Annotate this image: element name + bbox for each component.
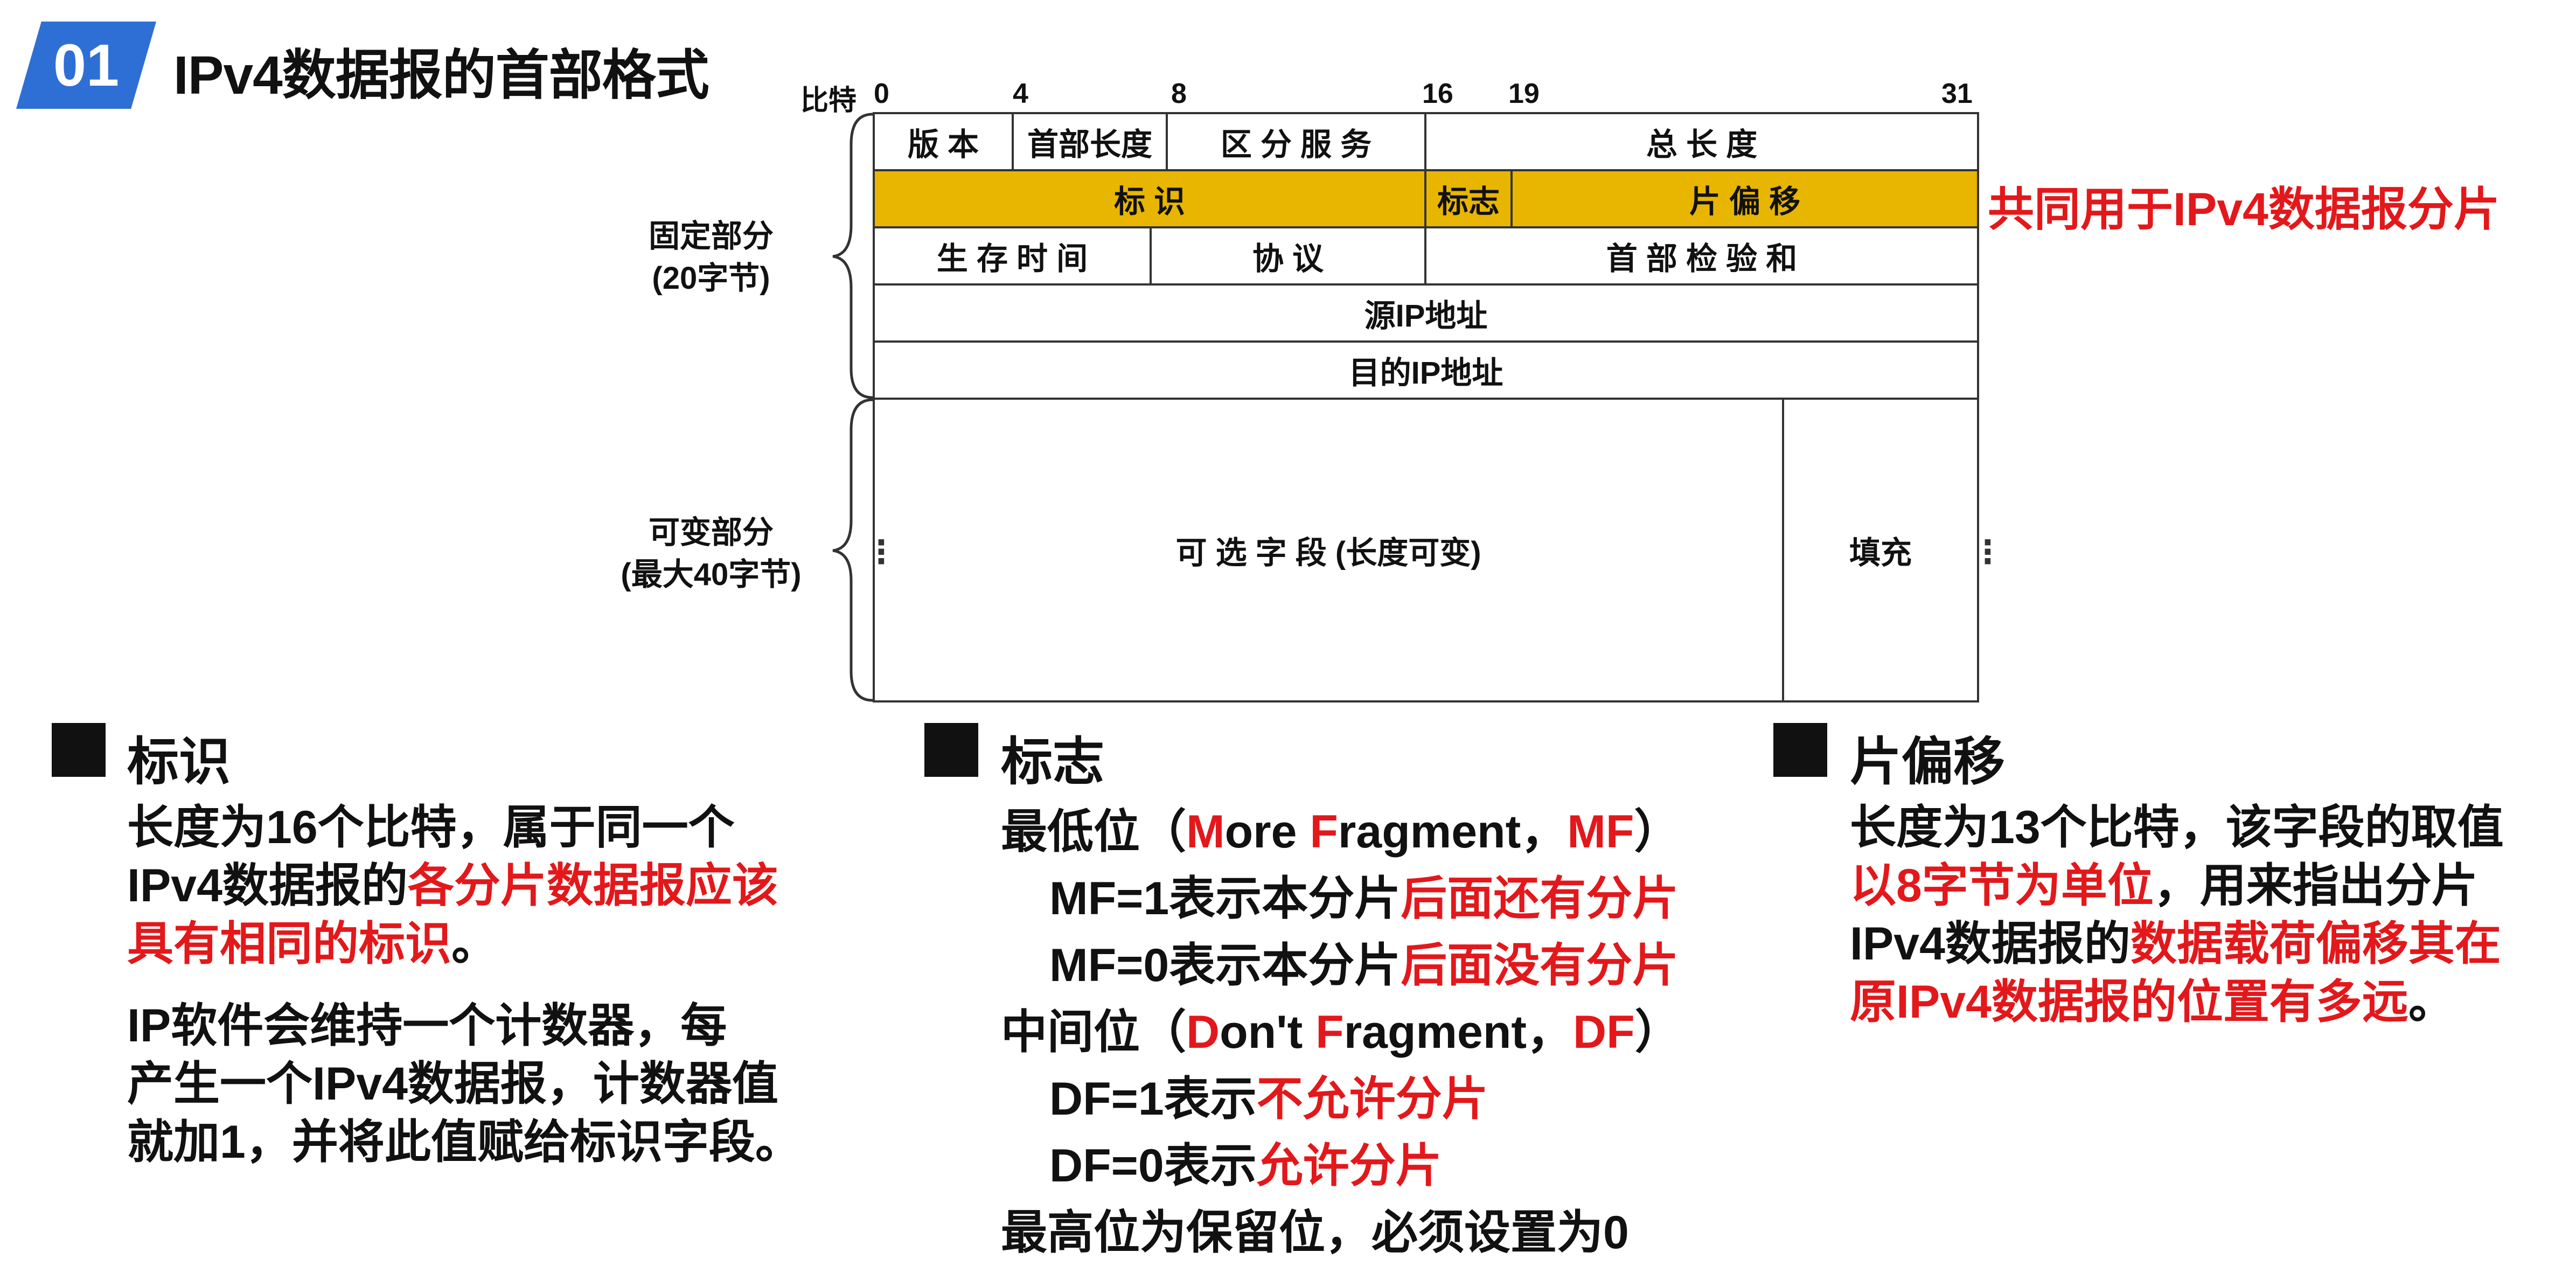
bit-tick: 8 [1171, 78, 1187, 109]
field-differentiated-services: 区 分 服 务 [1166, 112, 1426, 171]
bit-tick: 0 [874, 78, 889, 109]
fixed-part-brace [832, 113, 873, 399]
identification-text-1: 长度为16个比特，属于同一个 IPv4数据报的各分片数据报应该 具有相同的标识。 [127, 802, 778, 970]
section-title-identification: 标识 [127, 733, 231, 791]
section-number: 01 [53, 32, 120, 99]
bit-tick: 19 [1508, 78, 1540, 109]
bullet-square [924, 723, 978, 777]
bit-tick: 4 [1013, 78, 1028, 109]
field-source-ip: 源IP地址 [873, 283, 1979, 343]
field-protocol: 协 议 [1150, 226, 1426, 286]
bullet-square [52, 723, 106, 777]
field-ttl: 生 存 时 间 [873, 226, 1152, 286]
field-total-length: 总 长 度 [1424, 112, 1979, 171]
fragmentation-annotation: 共同用于IPv4数据报分片 [1988, 184, 2500, 235]
field-padding: 填充 [1782, 398, 1979, 702]
field-version: 版 本 [873, 112, 1014, 171]
fragment-offset-text: 长度为13个比特，该字段的取值 以8字节为单位，用来指出分片 IPv4数据报的数… [1850, 802, 2504, 1028]
continuation-mark: ⋮ [865, 534, 897, 570]
variable-part-brace [832, 398, 873, 702]
section-title-fragment-offset: 片偏移 [1850, 733, 2005, 791]
field-fragment-offset: 片 偏 移 [1510, 169, 1979, 228]
fixed-part-label: 固定部分 (20字节) [648, 219, 774, 296]
section-number-badge [16, 22, 156, 109]
variable-part-label: 可变部分 (最大40字节) [621, 515, 802, 592]
field-header-checksum: 首 部 检 验 和 [1424, 226, 1979, 286]
page-title: IPv4数据报的首部格式 [173, 45, 709, 106]
identification-text-2: IP软件会维持一个计数器，每 产生一个IPv4数据报，计数器值 就加1，并将此值… [127, 1000, 802, 1168]
field-identification: 标 识 [873, 169, 1426, 228]
field-options: 可 选 字 段 (长度可变) [873, 398, 1784, 702]
field-header-length: 首部长度 [1012, 112, 1168, 171]
continuation-mark: ⋮ [1972, 534, 2004, 570]
section-title-flags: 标志 [1001, 733, 1104, 791]
bit-label: 比特 [800, 85, 857, 116]
field-flags: 标志 [1424, 169, 1513, 228]
bit-tick: 31 [1941, 78, 1973, 109]
bit-tick: 16 [1422, 78, 1453, 109]
bullet-square [1773, 723, 1827, 777]
field-destination-ip: 目的IP地址 [873, 340, 1979, 400]
flags-text: 最低位（More Fragment，MF） MF=1表示本分片后面还有分片 MF… [1001, 806, 1681, 1258]
